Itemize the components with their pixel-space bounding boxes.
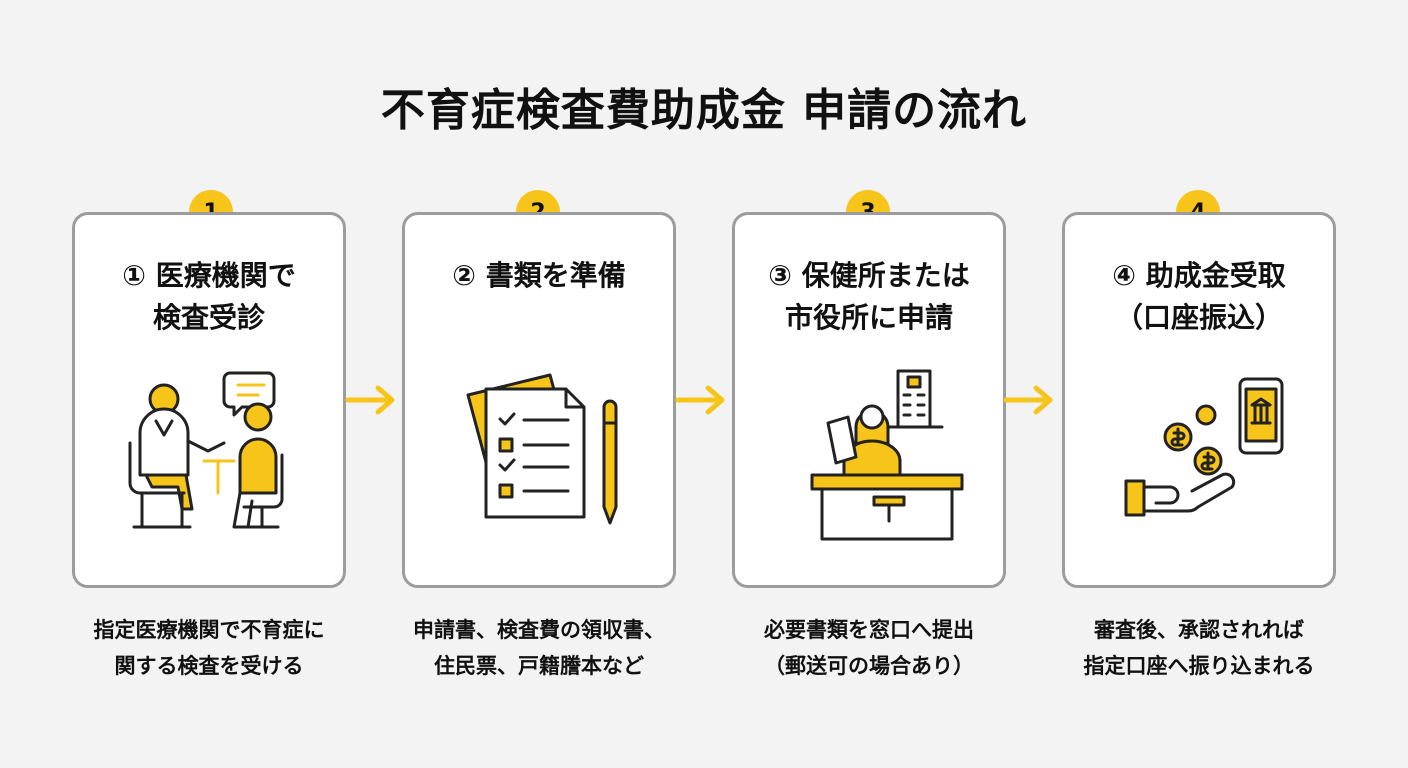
- page-title: 不育症検査費助成金 申請の流れ: [380, 85, 1028, 136]
- doctor-consultation-icon: [128, 371, 284, 529]
- step-3-description: 必要書類を窓口へ提出 （郵送可の場合あり）: [764, 618, 974, 678]
- money-transfer-icon: [1124, 377, 1284, 517]
- step-1-title: ① 医療機関で 検査受診: [122, 259, 296, 334]
- step-2-card: ② 書類を準備: [402, 212, 676, 588]
- step-4-title: ④ 助成金受取 （口座振込）: [1112, 259, 1286, 334]
- arrow-right-icon: [1003, 385, 1053, 415]
- documents-checklist-icon: [466, 373, 618, 525]
- step-4-card: ④ 助成金受取 （口座振込）: [1062, 212, 1336, 588]
- step-2-description: 申請書、検査費の領収書、 住民票、戸籍謄本など: [413, 618, 665, 678]
- step-3-title: ③ 保健所または 市役所に申請: [768, 259, 970, 334]
- step-4-description: 審査後、承認されれば 指定口座へ振り込まれる: [1083, 618, 1315, 678]
- step-3-card: ③ 保健所または 市役所に申請: [732, 212, 1006, 588]
- office-counter-icon: [810, 369, 964, 541]
- arrow-right-icon: [675, 385, 725, 415]
- step-1-description: 指定医療機関で不育症に 関する検査を受ける: [93, 618, 325, 678]
- step-1-card: ① 医療機関で 検査受診: [72, 212, 346, 588]
- arrow-right-icon: [345, 385, 395, 415]
- step-2-title: ② 書類を準備: [452, 259, 626, 292]
